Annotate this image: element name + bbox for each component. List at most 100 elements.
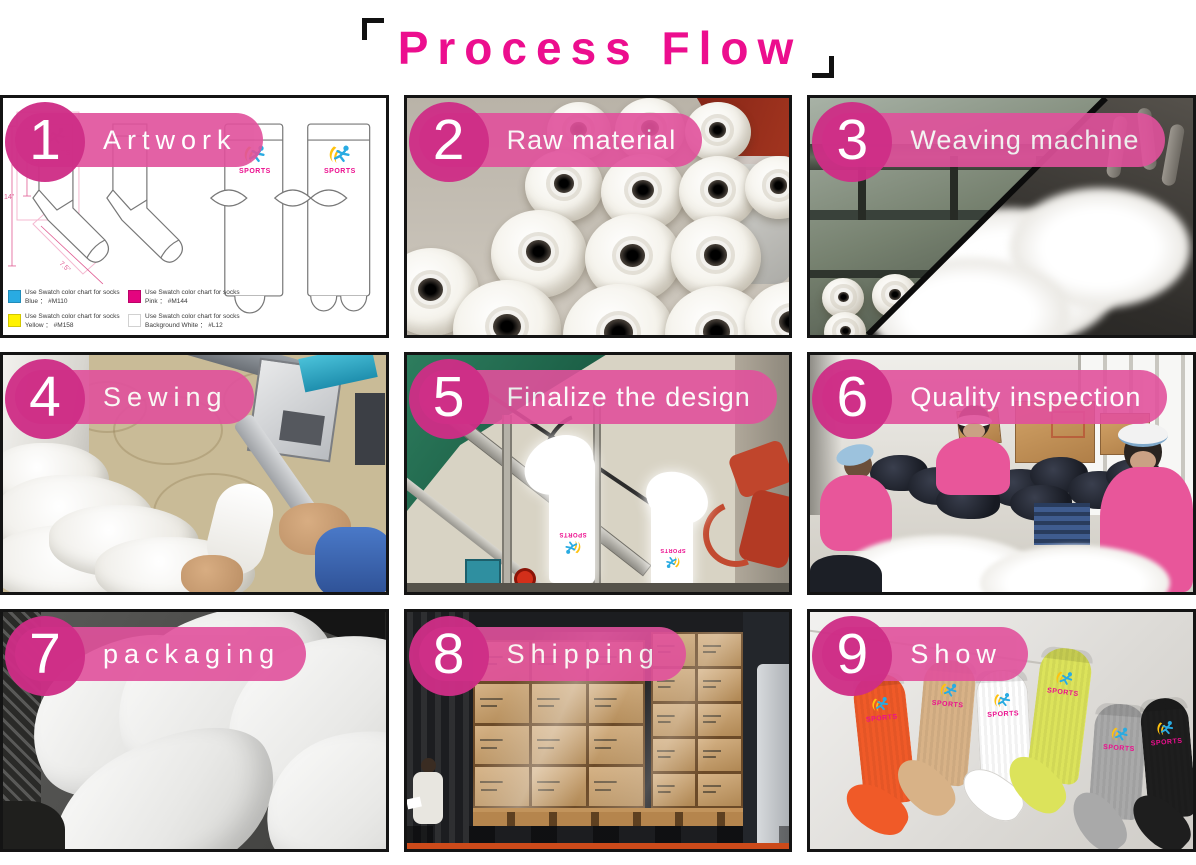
worker-hand xyxy=(181,555,243,592)
step-number-circle xyxy=(812,616,893,696)
blue-swatch xyxy=(8,290,21,304)
step-number: 5 xyxy=(432,365,465,429)
panel-shipping: Shipping 8 xyxy=(403,609,793,852)
sports-logo: SPORTS xyxy=(1103,725,1137,753)
sports-logo: SPORTS xyxy=(864,695,898,724)
runner-icon xyxy=(562,537,584,555)
sports-logo: SPORTS xyxy=(986,691,1020,719)
runner-icon xyxy=(662,553,682,569)
runner-icon xyxy=(936,681,962,702)
runner-icon xyxy=(325,144,355,168)
page-header: Process Flow xyxy=(0,0,1196,95)
wooden-pallet xyxy=(472,808,743,826)
white-cap xyxy=(1118,423,1169,447)
carton-box xyxy=(531,767,586,806)
yarn-cone xyxy=(452,280,561,335)
step-number: 8 xyxy=(432,622,465,686)
step-number-circle xyxy=(812,102,893,182)
step-label: Weaving machine xyxy=(910,124,1140,155)
carton-box xyxy=(698,739,741,771)
white-swatch xyxy=(128,314,141,328)
sewing-machine-block xyxy=(355,393,385,465)
pink-swatch xyxy=(128,290,141,304)
step-label: Artwork xyxy=(103,124,237,155)
step-label: Shipping xyxy=(506,638,660,669)
step-number: 2 xyxy=(432,108,465,172)
dark-sock-heap xyxy=(810,555,883,592)
yarn-cone xyxy=(824,312,867,335)
panel-quality-inspection: Quality inspection 6 xyxy=(807,352,1196,595)
sports-logo: SPORTS xyxy=(239,144,271,175)
orange-strip xyxy=(406,843,790,849)
step-number-circle xyxy=(5,102,85,182)
sports-logo: SPORTS xyxy=(559,531,586,555)
carton-box xyxy=(531,725,586,765)
carton-box xyxy=(652,774,696,806)
carton-box xyxy=(588,683,643,723)
step-label: Sewing xyxy=(103,381,228,412)
machine-post xyxy=(858,156,867,220)
panel-sewing: Sewing 4 xyxy=(0,352,389,595)
carton-box xyxy=(652,704,696,736)
panel-show: SPORTS SPORTS SPORTS SPORTS SPORTS xyxy=(807,609,1196,852)
container-door xyxy=(757,664,790,849)
panel-packaging: packaging 7 xyxy=(0,609,389,852)
panel-raw-material: Raw material 2 xyxy=(403,95,793,338)
panel-artwork: 7.5" 14" 7.5" xyxy=(0,95,389,338)
panel-finalize-design: SPORTS SPORTS Finalize the design 5 xyxy=(403,352,793,595)
yarn-cone xyxy=(670,216,761,299)
step-number: 7 xyxy=(29,622,61,686)
blue-trailer-base xyxy=(406,826,790,843)
carton-box xyxy=(474,683,529,723)
step-number: 1 xyxy=(29,108,61,172)
step-number-circle xyxy=(408,102,489,182)
runner-icon xyxy=(990,691,1015,711)
carton-box xyxy=(698,774,741,806)
runner-icon xyxy=(1153,719,1179,740)
carton-box xyxy=(588,767,643,806)
title-row: Process Flow xyxy=(361,16,835,80)
sports-logo: SPORTS xyxy=(1047,668,1082,698)
process-grid: 7.5" 14" 7.5" xyxy=(0,95,1196,852)
step-number: 4 xyxy=(29,365,61,429)
svg-text:7.5": 7.5" xyxy=(58,260,72,274)
carton-box xyxy=(474,725,529,765)
sock-artwork-drawing: 7.5" 14" 7.5" xyxy=(4,111,371,314)
floor-strip xyxy=(406,583,790,592)
carton-box xyxy=(531,683,586,723)
step-number-circle xyxy=(5,359,85,439)
step-number-circle xyxy=(408,616,489,696)
step-number-circle xyxy=(5,616,85,696)
sock-lime: SPORTS xyxy=(999,645,1095,823)
sports-logo: SPORTS xyxy=(660,547,685,569)
step-label: Show xyxy=(910,638,1002,669)
yarn-cone xyxy=(744,156,790,219)
blue-crate xyxy=(1034,503,1091,545)
carton-stack xyxy=(650,632,743,808)
step-number: 3 xyxy=(836,108,869,172)
yarn-cone xyxy=(822,278,865,318)
step-label: packaging xyxy=(103,638,281,669)
step-label: Finalize the design xyxy=(506,381,751,412)
sports-logo: SPORTS xyxy=(324,144,356,175)
step-number: 6 xyxy=(836,365,869,429)
step-number: 9 xyxy=(836,622,869,686)
step-number-circle xyxy=(812,359,893,439)
blue-sleeve xyxy=(315,527,386,592)
sewing-machine-block xyxy=(279,410,325,446)
carton-box xyxy=(474,767,529,806)
face xyxy=(963,423,986,439)
control-box xyxy=(464,559,501,587)
step-label: Raw material xyxy=(506,124,677,155)
sports-logo: SPORTS xyxy=(1149,719,1183,747)
carton-box xyxy=(698,704,741,736)
step-label: Quality inspection xyxy=(910,381,1142,412)
sports-logo: SPORTS xyxy=(932,681,966,709)
sock-black: SPORTS xyxy=(1123,696,1193,849)
panel-weaving-machine: Weaving machine 3 xyxy=(807,95,1196,338)
